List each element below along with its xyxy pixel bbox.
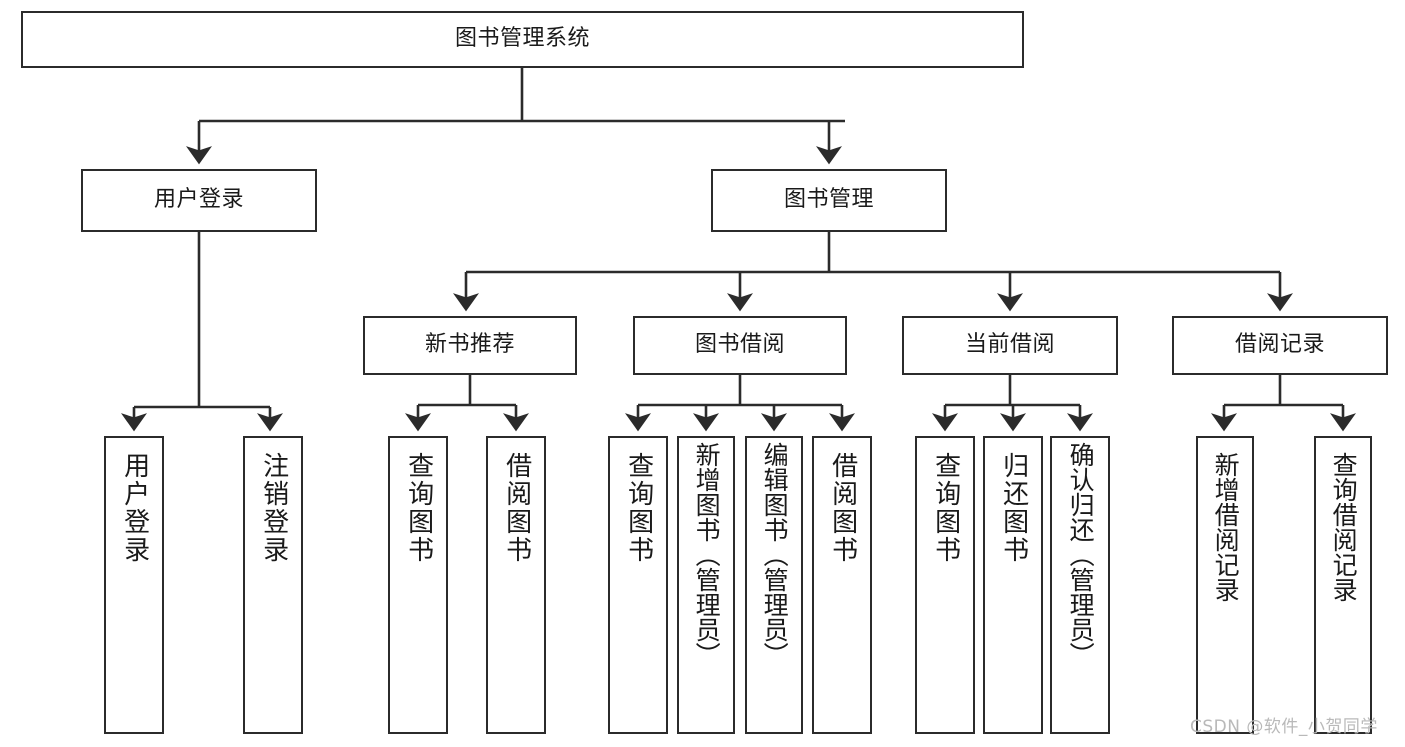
node-book-manage-label: 图书管理 (783, 187, 874, 213)
leaf-label: 确认归还（管理员） (1066, 442, 1096, 667)
leaf-label: 查询图书 (930, 452, 961, 564)
leaf-book-borrow-3[interactable]: 编辑图书（管理员） (745, 436, 803, 734)
node-user-login-label: 用户登录 (153, 187, 244, 213)
leaf-label: 新增借阅记录 (1211, 452, 1241, 602)
leaf-book-borrow-1[interactable]: 查询图书 (608, 436, 668, 734)
leaf-book-borrow-2[interactable]: 新增图书（管理员） (677, 436, 735, 734)
leaf-current-borrow-1[interactable]: 查询图书 (915, 436, 975, 734)
leaf-borrow-record-2[interactable]: 查询借阅记录 (1314, 436, 1372, 734)
leaf-new-book-2[interactable]: 借阅图书 (486, 436, 546, 734)
node-borrow-record-label: 借阅记录 (1234, 332, 1325, 358)
leaf-label: 新增图书（管理员） (692, 442, 722, 667)
node-book-borrow[interactable]: 图书借阅 (633, 316, 847, 375)
node-user-login[interactable]: 用户登录 (81, 169, 317, 232)
leaf-borrow-record-1[interactable]: 新增借阅记录 (1196, 436, 1254, 734)
leaf-current-borrow-2[interactable]: 归还图书 (983, 436, 1043, 734)
node-root-label: 图书管理系统 (454, 26, 590, 52)
node-current-borrow-label: 当前借阅 (964, 332, 1055, 358)
leaf-label: 借阅图书 (501, 452, 532, 564)
node-book-manage[interactable]: 图书管理 (711, 169, 947, 232)
node-new-book-recommend-label: 新书推荐 (424, 332, 515, 358)
leaf-label: 归还图书 (998, 452, 1029, 564)
leaf-user-login-1[interactable]: 用户登录 (104, 436, 164, 734)
leaf-user-login-2[interactable]: 注销登录 (243, 436, 303, 734)
node-new-book-recommend[interactable]: 新书推荐 (363, 316, 577, 375)
leaf-current-borrow-3[interactable]: 确认归还（管理员） (1050, 436, 1110, 734)
node-root[interactable]: 图书管理系统 (21, 11, 1024, 68)
leaf-label: 查询借阅记录 (1329, 452, 1359, 602)
leaf-label: 注销登录 (258, 452, 289, 564)
leaf-book-borrow-4[interactable]: 借阅图书 (812, 436, 872, 734)
leaf-label: 查询图书 (403, 452, 434, 564)
node-borrow-record[interactable]: 借阅记录 (1172, 316, 1388, 375)
leaf-label: 用户登录 (119, 452, 150, 564)
leaf-label: 编辑图书（管理员） (760, 442, 790, 667)
node-current-borrow[interactable]: 当前借阅 (902, 316, 1118, 375)
watermark: CSDN @软件_小贺同学 (1190, 717, 1378, 737)
node-book-borrow-label: 图书借阅 (694, 332, 785, 358)
leaf-label: 借阅图书 (827, 452, 858, 564)
leaf-label: 查询图书 (623, 452, 654, 564)
leaf-new-book-1[interactable]: 查询图书 (388, 436, 448, 734)
